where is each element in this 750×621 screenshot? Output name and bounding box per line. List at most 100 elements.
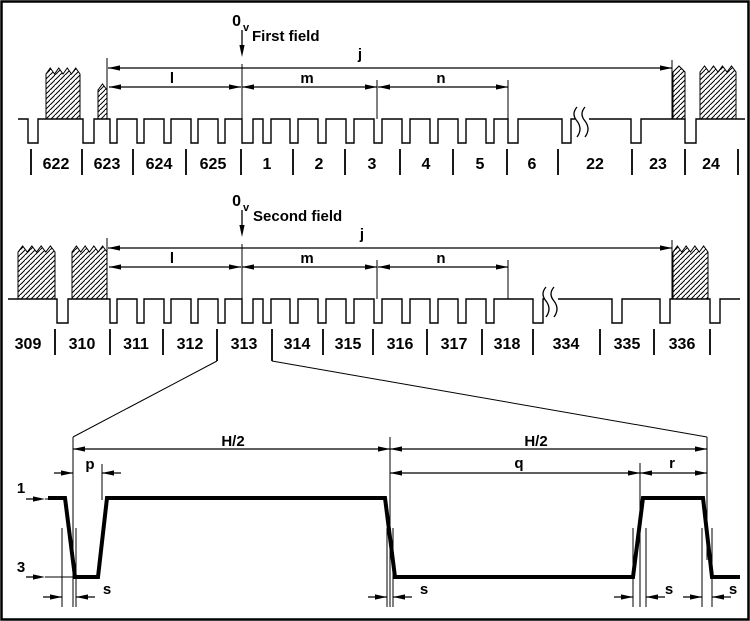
field-title: First field: [252, 28, 320, 45]
line-number: 310: [69, 336, 96, 353]
sync-waveform: [18, 118, 745, 144]
arrowhead-icon: [239, 225, 245, 237]
line-number: 336: [669, 336, 696, 353]
line-number: 622: [43, 156, 70, 173]
line-number: 312: [177, 336, 204, 353]
video-hatch-block: [699, 65, 737, 120]
arrowhead-icon: [378, 84, 390, 90]
arrowhead-icon: [50, 594, 62, 600]
line-number: 313: [231, 336, 258, 353]
zero-v-label: 0: [232, 13, 241, 30]
line-number: 623: [94, 156, 121, 173]
arrowhead-icon: [33, 496, 45, 502]
arrowhead-icon: [690, 594, 702, 600]
dim-label-n: n: [436, 250, 445, 267]
arrowhead-icon: [61, 470, 73, 476]
arrowhead-icon: [628, 470, 640, 476]
line-number: 334: [553, 336, 580, 353]
video-hatch-block: [17, 245, 56, 300]
arrowhead-icon: [393, 594, 405, 600]
arrowhead-icon: [108, 245, 120, 251]
line-number: 3: [368, 156, 377, 173]
dim-label-j: j: [357, 46, 362, 63]
level-label-1: 1: [17, 480, 25, 497]
arrowhead-icon: [365, 264, 377, 270]
arrowhead-icon: [229, 84, 241, 90]
arrowhead-icon: [375, 594, 387, 600]
dim-label-n: n: [436, 70, 445, 87]
arrowhead-icon: [102, 470, 114, 476]
arrowhead-icon: [229, 264, 241, 270]
line-number: 318: [494, 336, 521, 353]
line-number: 1: [263, 156, 272, 173]
line-number: 23: [649, 156, 667, 173]
arrowhead-icon: [239, 45, 245, 57]
break-squiggle: [542, 286, 550, 318]
arrowhead-icon: [695, 470, 707, 476]
waveform-break-gap: [575, 116, 589, 122]
level-label-3: 3: [17, 559, 25, 576]
dim-label-s: s: [665, 581, 673, 598]
line-number: 315: [335, 336, 362, 353]
arrowhead-icon: [378, 264, 390, 270]
dim-label-s: s: [103, 581, 111, 598]
arrowhead-icon: [660, 65, 672, 71]
line-number: 4: [422, 156, 431, 173]
field-title: Second field: [253, 208, 342, 225]
arrowhead-icon: [378, 446, 390, 452]
dim-label-l: l: [170, 250, 174, 267]
line-number: 314: [284, 336, 311, 353]
dim-label-p: p: [85, 456, 94, 473]
detail-waveform: [48, 496, 740, 579]
arrowhead-icon: [695, 446, 707, 452]
arrowhead-icon: [76, 594, 88, 600]
line-number: 311: [123, 336, 149, 353]
line-number: 6: [528, 156, 537, 173]
dim-label-l: l: [170, 70, 174, 87]
dim-label-r: r: [669, 455, 675, 472]
arrowhead-icon: [108, 65, 120, 71]
dim-label-h2: H/2: [524, 433, 547, 450]
arrowhead-icon: [109, 84, 121, 90]
line-number: 22: [586, 156, 604, 173]
video-hatch-block: [97, 83, 108, 120]
dim-label-s: s: [729, 581, 737, 598]
line-number: 625: [200, 156, 227, 173]
waveform-break-gap: [544, 296, 558, 302]
line-number: 24: [702, 156, 720, 173]
dim-label-s: s: [420, 581, 428, 598]
arrowhead-icon: [496, 264, 508, 270]
sync-waveform: [8, 298, 740, 324]
arrowhead-icon: [33, 574, 45, 580]
zero-v-subscript: v: [243, 22, 250, 34]
video-hatch-block: [45, 67, 81, 120]
arrowhead-icon: [390, 446, 402, 452]
zero-v-label: 0: [232, 193, 241, 210]
arrowhead-icon: [242, 84, 254, 90]
video-hatch-block: [672, 65, 686, 120]
line-number: 5: [476, 156, 485, 173]
fan-line: [271, 360, 708, 438]
video-hatch-block: [672, 245, 709, 300]
arrowhead-icon: [73, 446, 85, 452]
line-number: 335: [614, 336, 641, 353]
dim-label-q: q: [514, 455, 523, 472]
dim-label-m: m: [300, 70, 313, 87]
break-squiggle: [573, 106, 581, 138]
arrowhead-icon: [660, 245, 672, 251]
break-squiggle: [581, 106, 589, 138]
dim-label-j: j: [359, 226, 364, 243]
break-squiggle: [550, 286, 558, 318]
arrowhead-icon: [496, 84, 508, 90]
line-number: 624: [146, 156, 173, 173]
fan-line: [72, 360, 218, 438]
